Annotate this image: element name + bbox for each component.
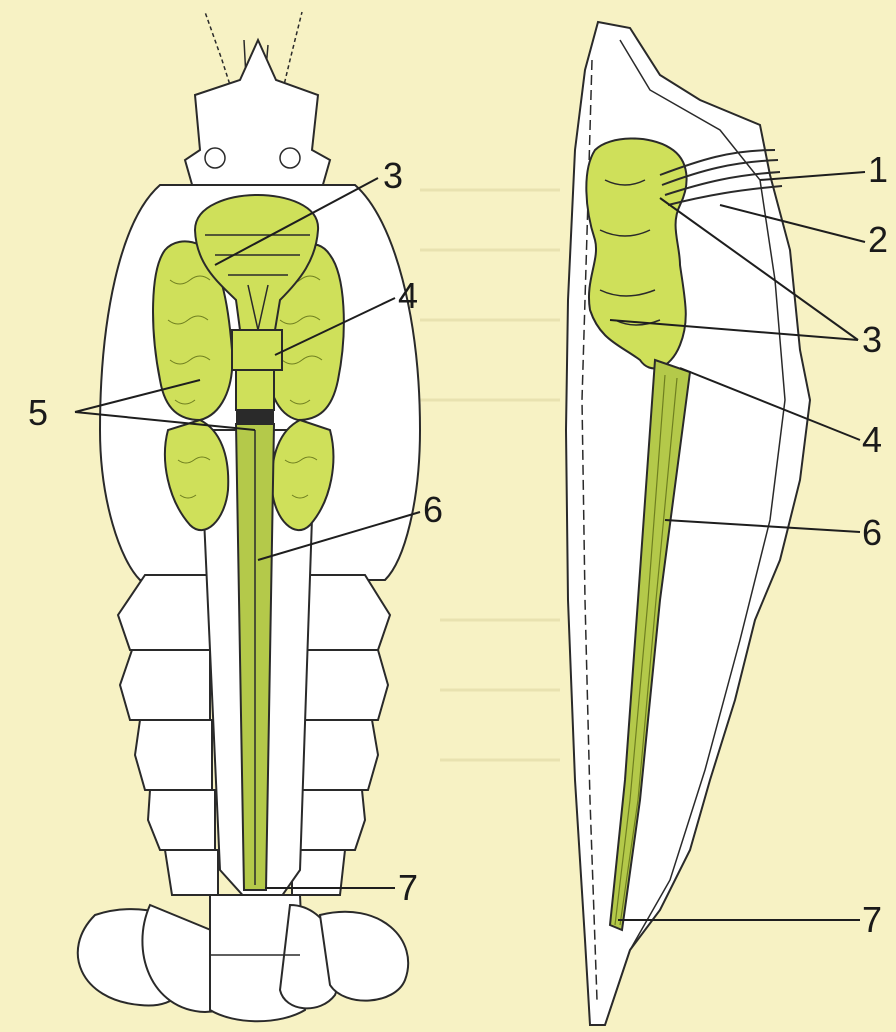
lateral-view-drawing: [566, 22, 810, 1025]
dorsal-label-5: 5: [28, 392, 48, 433]
lateral-label-2: 2: [868, 219, 888, 260]
lateral-label-1: 1: [868, 149, 888, 190]
tail-fan: [78, 895, 408, 1021]
lateral-number-labels: 1 2 3 4 6 7: [862, 149, 888, 940]
lateral-label-7: 7: [862, 899, 882, 940]
midgut-junction: [232, 330, 282, 370]
dorsal-view-drawing: [78, 12, 420, 1021]
dorsal-label-6: 6: [423, 489, 443, 530]
head-region: [185, 40, 330, 195]
dorsal-label-7: 7: [398, 867, 418, 908]
lateral-label-4: 4: [862, 419, 882, 460]
dorsal-label-4: 4: [398, 275, 418, 316]
background-text-lines: [420, 190, 560, 760]
dorsal-label-3: 3: [383, 155, 403, 196]
lateral-label-3: 3: [862, 319, 882, 360]
gut-dark-band: [236, 410, 274, 424]
lateral-label-6: 6: [862, 512, 882, 553]
